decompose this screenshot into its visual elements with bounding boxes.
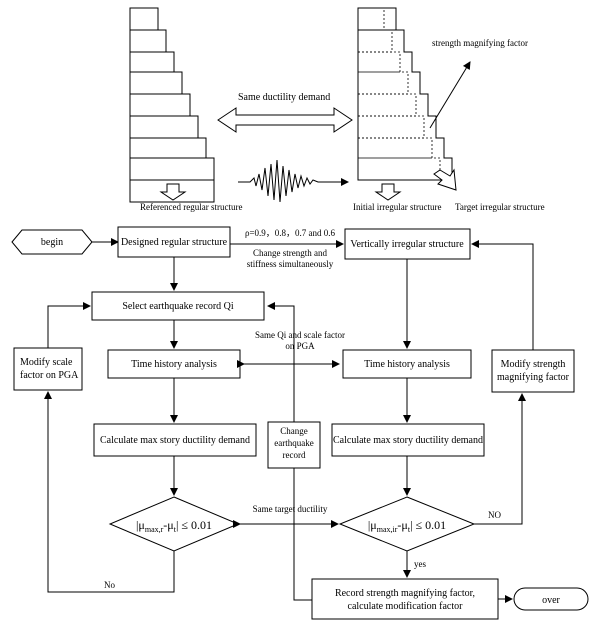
decision-left: [108, 496, 240, 552]
change-eq-label-2: earthquake: [274, 438, 313, 448]
decision-left-text: |μmax,r-μt| ≤ 0.01: [136, 518, 212, 534]
select-label: Select earthquake record Qi: [122, 301, 234, 312]
seismic-wave: [238, 159, 334, 203]
initial-label: Initial irregular structure: [353, 202, 441, 212]
calc-left-label: Calculate max story ductility demand: [100, 435, 250, 446]
change-eq-label-3: record: [283, 450, 306, 460]
th-left-label: Time history analysis: [131, 359, 217, 370]
no-right-label: NO: [488, 510, 501, 520]
calc-right-label: Calculate max story ductility demand: [333, 435, 483, 446]
vertical-label: Vertically irregular structure: [350, 239, 464, 250]
change-label-2: stiffness simultaneously: [247, 259, 334, 269]
modify-strength-label-1: Modify strength: [501, 359, 566, 370]
change-eq-label-1: Change: [280, 426, 308, 436]
modify-strength-box: [491, 349, 575, 393]
designed-label: Designed regular structure: [121, 237, 228, 248]
rho-label: ρ=0.9，0.8，0.7 and 0.6: [245, 228, 336, 238]
change-record-box: [267, 421, 321, 469]
time-history-left-box: [107, 349, 241, 379]
change-label-1: Change strength and: [253, 248, 327, 258]
modify-scale-label-2: factor on PGA: [20, 370, 79, 381]
record-box: [311, 578, 499, 620]
modify-strength-label-2: magnifying factor: [497, 372, 570, 383]
strength-arrow: [429, 61, 471, 129]
referenced-label: Referenced regular structure: [140, 202, 242, 212]
same-ductility-double-arrow: [217, 107, 353, 133]
down-arrow-referenced: [159, 183, 187, 201]
th-right-label: Time history analysis: [364, 359, 450, 370]
over-label: over: [542, 595, 560, 606]
decision-right-text: |μmax,ir-μt| ≤ 0.01: [368, 518, 446, 534]
over-terminal: [513, 587, 589, 611]
calc-left-box: [93, 423, 257, 457]
irregular-structure-figure: [357, 7, 453, 181]
modify-scale-box: [13, 347, 83, 391]
select-record-box: [91, 291, 265, 321]
yes-label: yes: [414, 559, 426, 569]
down-arrow-initial: [374, 183, 402, 201]
strength-factor-label: strength magnifying factor: [432, 38, 528, 48]
referenced-structure-figure: [129, 7, 215, 203]
record-label-2: calculate modification factor: [348, 601, 464, 612]
begin-label: begin: [41, 237, 63, 248]
same-ductility-label: Same ductility demand: [238, 92, 330, 103]
no-left-label: No: [104, 580, 115, 590]
down-arrow-target: [433, 168, 457, 191]
calc-right-box: [331, 423, 485, 457]
same-qi-label-2: on PGA: [285, 341, 315, 351]
record-label-1: Record strength magnifying factor,: [335, 588, 475, 599]
target-label: Target irregular structure: [455, 202, 545, 212]
same-target-label: Same target ductility: [253, 504, 328, 514]
modify-scale-label-1: Modify scale: [20, 357, 73, 368]
same-qi-label-1: Same Qi and scale factor: [255, 330, 345, 340]
